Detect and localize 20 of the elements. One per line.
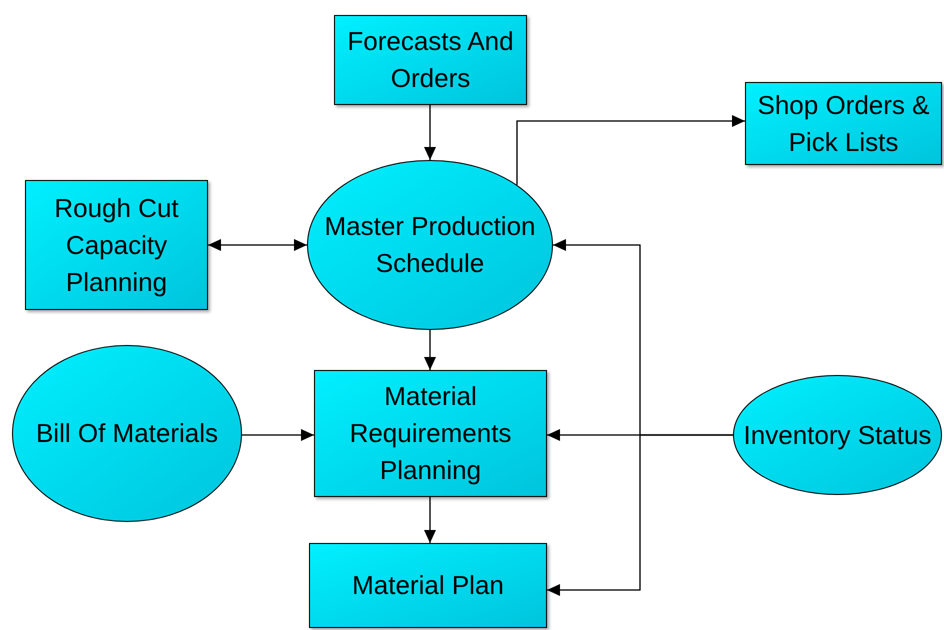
node-label: Material Requirements Planning bbox=[348, 380, 512, 487]
node-label: Rough Cut Capacity Planning bbox=[53, 192, 180, 298]
process-box bbox=[745, 82, 942, 165]
output-box bbox=[309, 543, 547, 628]
arrow bbox=[242, 429, 314, 441]
process-box bbox=[25, 180, 208, 310]
node-label: Master Production Schedule bbox=[324, 210, 536, 280]
node-label: Inventory Status bbox=[742, 418, 932, 452]
arrow bbox=[424, 105, 436, 160]
arrow bbox=[208, 239, 307, 251]
arrow bbox=[547, 434, 733, 596]
arrow bbox=[424, 330, 436, 370]
process-box bbox=[314, 370, 547, 497]
arrow bbox=[424, 497, 436, 543]
node-label: Shop Orders & Pick Lists bbox=[756, 88, 930, 158]
node-label: Bill Of Materials bbox=[34, 417, 220, 450]
process-box bbox=[334, 15, 527, 105]
node-label: Forecasts And Orders bbox=[346, 25, 515, 95]
arrow bbox=[516, 115, 745, 185]
node-label: Material Plan bbox=[351, 569, 505, 602]
